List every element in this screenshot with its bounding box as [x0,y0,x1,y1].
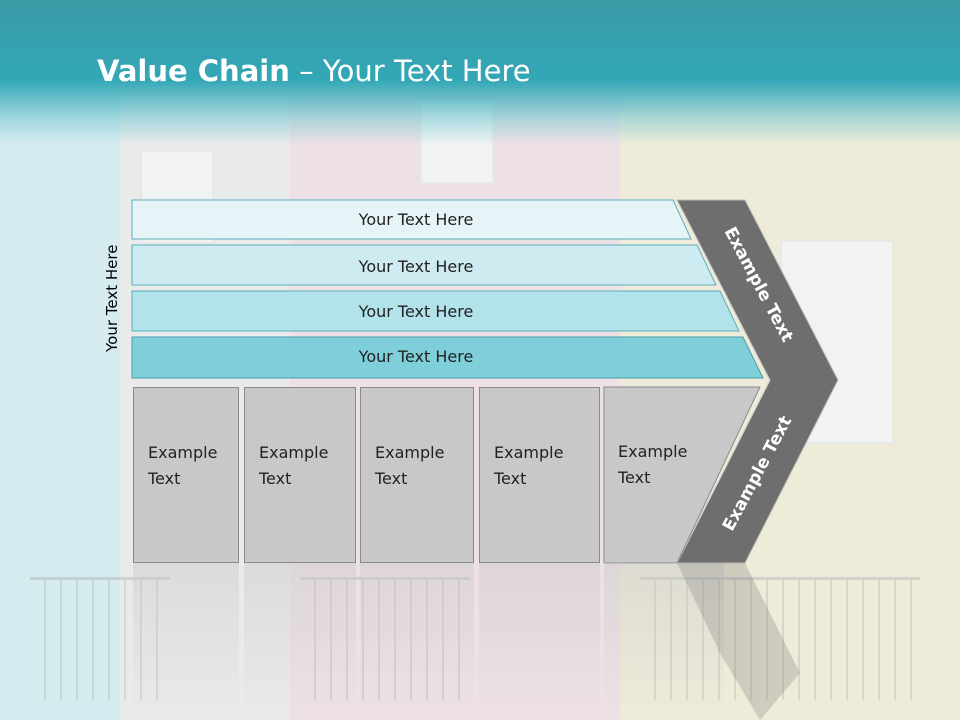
bar-4 [131,336,764,379]
title-bold: Value Chain [97,54,290,88]
chain-box-2-label: Example Text [259,443,329,488]
chain-box-3: Example Text [360,387,474,563]
chain-box-4: Example Text [479,387,600,563]
chain-box-4-label: Example Text [494,443,564,488]
bar-1 [131,199,692,240]
chain-box-5-label: Example Text [618,442,688,487]
bar-2 [131,244,717,286]
bar-1-label: Your Text Here [358,210,474,229]
chain-box-2: Example Text [244,387,356,563]
chain-box-1-label: Example Text [148,443,218,488]
title-rest: – Your Text Here [289,54,531,88]
bar-4-label: Your Text Here [358,347,474,366]
chain-box-1: Example Text [133,387,239,563]
title-banner [0,0,960,145]
bar-3 [131,290,740,332]
bar-3-label: Your Text Here [358,302,474,321]
chain-box-3-label: Example Text [375,443,445,488]
page-title: Value Chain – Your Text Here [97,54,531,88]
bar-2-label: Your Text Here [358,257,474,276]
